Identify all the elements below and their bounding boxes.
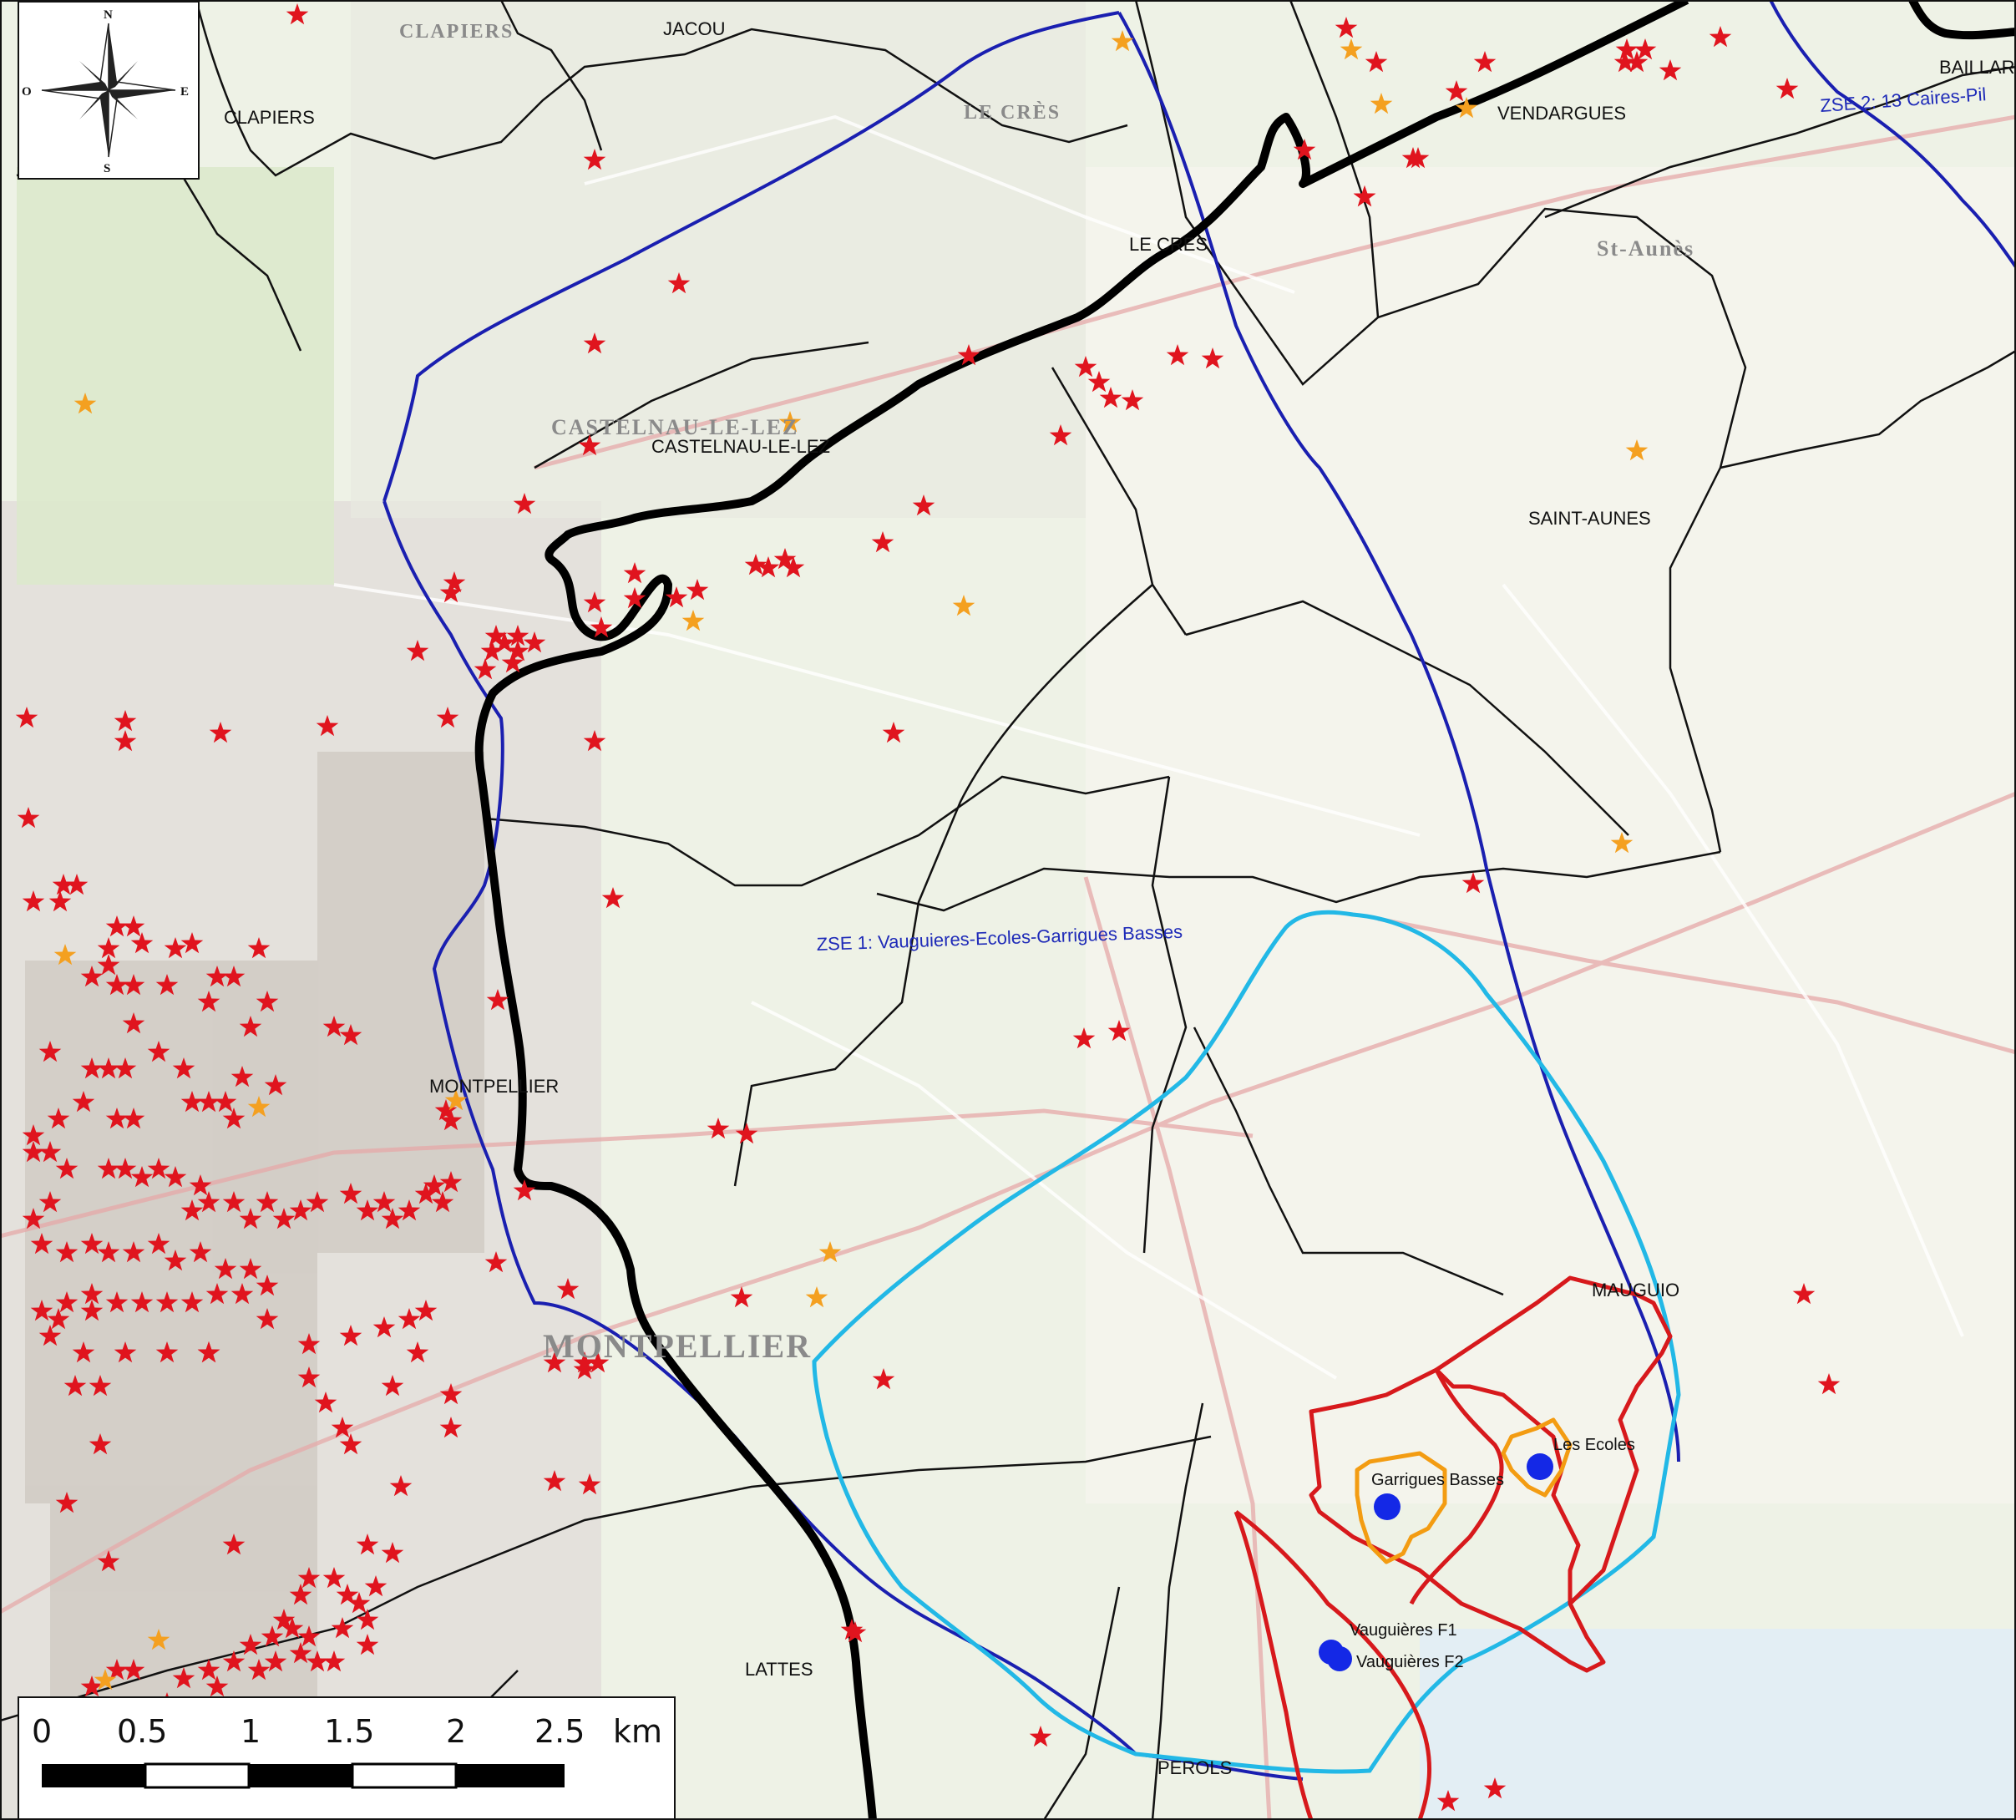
scale-tick-0: 0 <box>32 1713 52 1750</box>
major-boundary-ne <box>1908 0 2016 40</box>
compass-s: S <box>104 162 110 175</box>
label-castelnau: CASTELNAU-LE-LEZ <box>651 436 830 457</box>
scale-tick-2: 2 <box>446 1713 466 1750</box>
well-les-ecoles[interactable] <box>1527 1453 1553 1480</box>
orange-perimeters <box>1355 1417 1573 1564</box>
well-garrigues-basses[interactable] <box>1374 1493 1401 1520</box>
zse-boundary <box>382 0 2016 1781</box>
zse1-boundary <box>812 910 1681 1774</box>
label-montpellier-big: MONTPELLIER <box>543 1327 812 1365</box>
lagoon-area <box>1420 1629 2016 1820</box>
label-lecres: LE CRES <box>1129 234 1208 255</box>
compass-e: E <box>180 85 189 99</box>
compass-n: N <box>104 8 113 22</box>
label-baillargues: BAILLARG <box>1939 57 2016 78</box>
label-castelnau-big: CASTELNAU-LE-LEZ <box>551 415 798 439</box>
label-saint-aunes: SAINT-AUNES <box>1528 508 1651 529</box>
scale-bar: 0 0.5 1 1.5 2 2.5 km <box>18 1696 676 1820</box>
label-perols: PEROLS <box>1157 1757 1232 1778</box>
red-perimeters <box>1233 1275 1673 1820</box>
well-points <box>1319 1453 1553 1671</box>
label-vendargues: VENDARGUES <box>1497 103 1626 124</box>
label-lattes: LATTES <box>745 1659 813 1680</box>
urban-area-north <box>351 0 1086 518</box>
secondary-roads <box>333 114 1964 1380</box>
label-les-ecoles: Les Ecoles <box>1553 1436 1635 1454</box>
scale-tick-2-5: 2.5 <box>534 1713 585 1750</box>
label-clapiers-top: CLAPIERS <box>399 21 514 43</box>
compass-w: O <box>22 85 32 99</box>
farmland-east <box>1086 167 2016 1503</box>
label-st-aunes-big: St-Aunès <box>1597 236 1694 261</box>
label-lecres-top: LE CRÈS <box>964 102 1061 124</box>
well-vauguieres-f2[interactable] <box>1327 1646 1352 1671</box>
green-area-northwest <box>17 167 334 585</box>
compass-rose: N S E O <box>18 1 200 180</box>
scale-tick-1: 1 <box>241 1713 261 1750</box>
label-vauguieres-f2: Vauguières F2 <box>1356 1653 1464 1671</box>
label-clapiers: CLAPIERS <box>224 107 315 128</box>
scale-unit: km <box>613 1713 662 1750</box>
scale-tick-1-5: 1.5 <box>324 1713 374 1750</box>
label-mauguio: MAUGUIO <box>1592 1280 1679 1300</box>
label-garrigues-basses: Garrigues Basses <box>1371 1471 1504 1489</box>
label-vauguieres-f1: Vauguières F1 <box>1350 1621 1457 1640</box>
scale-tick-0-5: 0.5 <box>117 1713 167 1750</box>
major-boundary <box>474 0 1689 1820</box>
label-jacou: JACOU <box>663 18 726 39</box>
label-montpellier: MONTPELLIER <box>429 1076 559 1097</box>
